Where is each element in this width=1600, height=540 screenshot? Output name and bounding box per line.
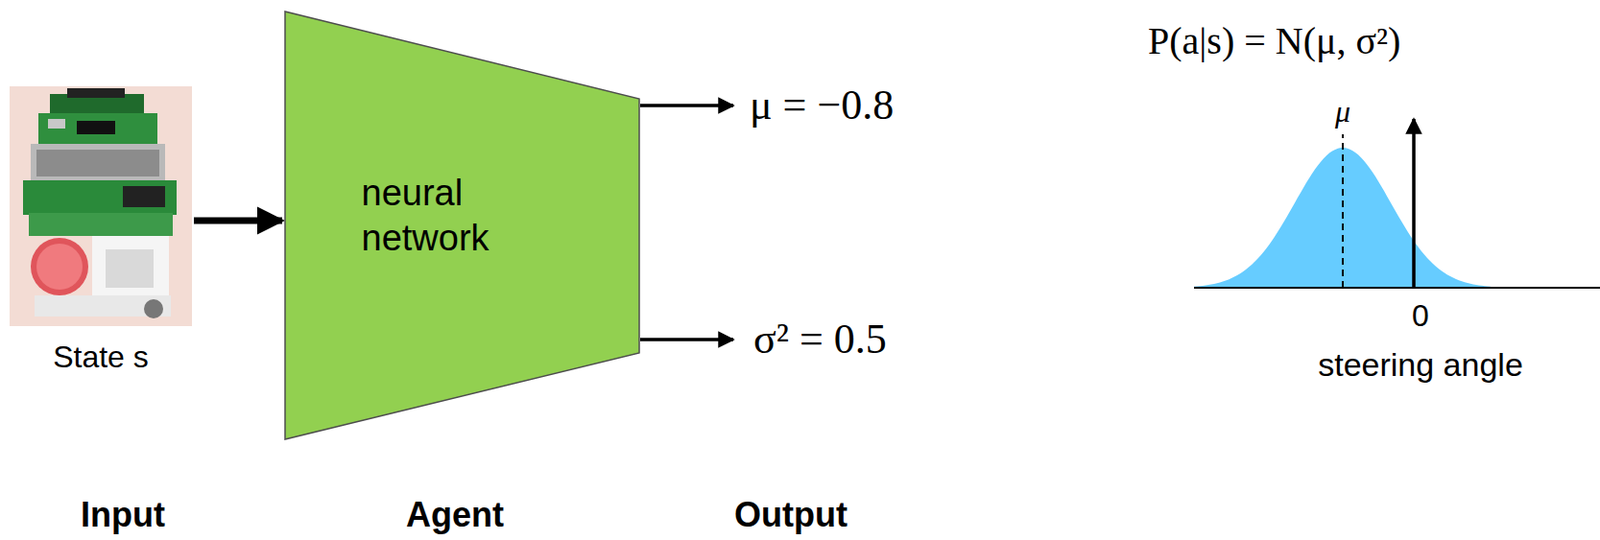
policy-formula: P(a|s) = N(μ, σ²)	[1147, 20, 1401, 63]
state-photo: State s	[9, 86, 192, 380]
axis-zero: 0	[1411, 299, 1430, 334]
section-label: Output	[734, 496, 848, 535]
mean-label: μ	[1335, 95, 1351, 129]
output-arrow	[640, 103, 734, 108]
network-label: neural network	[361, 170, 545, 263]
input-arrow	[193, 217, 283, 225]
output-arrow	[640, 337, 734, 342]
axis-label: steering angle	[1317, 347, 1524, 383]
mean-line	[1341, 134, 1344, 288]
network-trapezoid: neural network	[284, 10, 641, 441]
section-label: Agent	[405, 496, 504, 535]
y-axis	[1411, 119, 1416, 288]
state-label: State s	[9, 339, 192, 376]
output-mean: μ = −0.8	[749, 82, 894, 129]
output-variance: σ² = 0.5	[753, 316, 887, 363]
x-axis	[1194, 286, 1600, 289]
section-label: Input	[80, 496, 166, 535]
